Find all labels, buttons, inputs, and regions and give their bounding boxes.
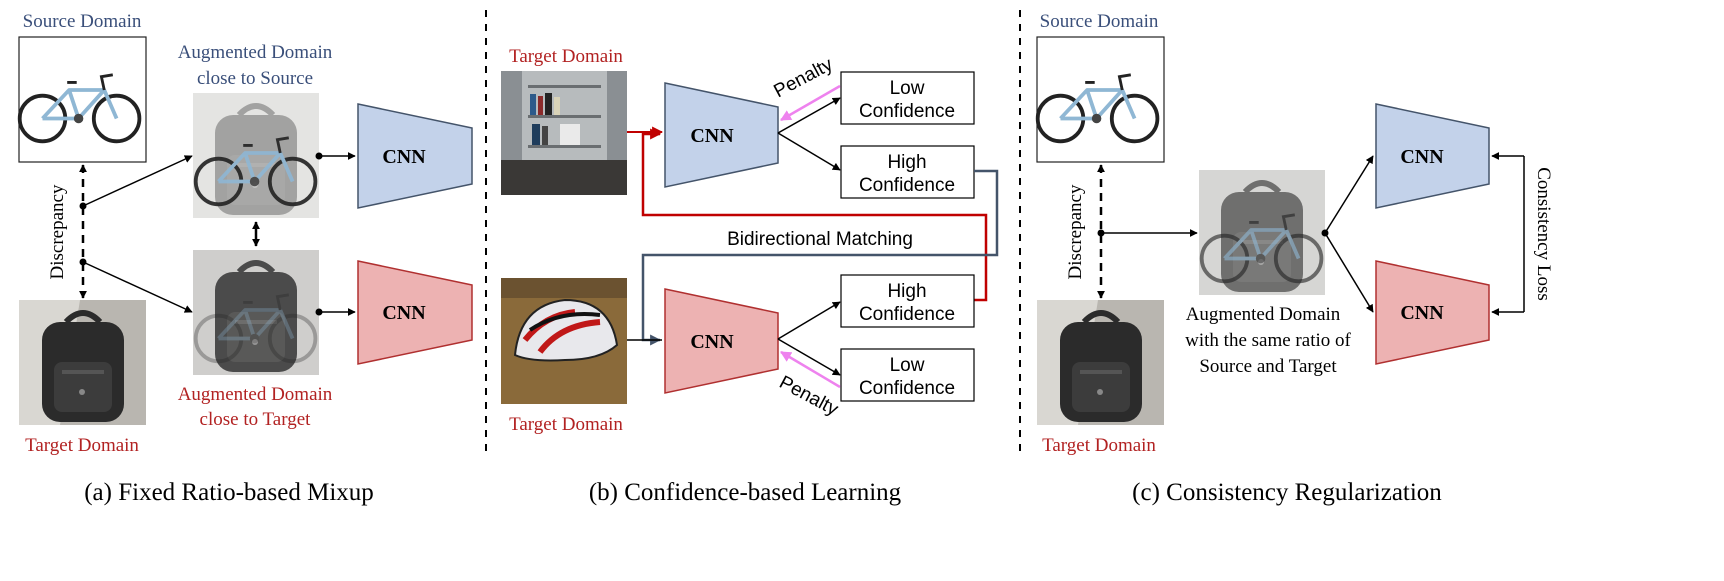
panel-b: Target Domain CNN Low Confidence [501, 46, 999, 506]
panel-a-discrepancy-label: Discrepancy [47, 184, 68, 279]
panel-b-target-bottom-label: Target Domain [509, 414, 623, 435]
penalty-bottom-label: Penalty [776, 372, 842, 421]
penalty-arrow-top [780, 84, 841, 122]
low-confidence-bot-l2: Confidence [859, 378, 955, 399]
cnn-b-top [664, 82, 779, 188]
cnn-a-top [357, 103, 473, 209]
cnn-a-top-label: CNN [382, 146, 426, 168]
penalty-arrow-bottom [780, 350, 841, 389]
backpack-image [42, 313, 124, 422]
arrow-to-aug-source [82, 155, 193, 207]
panel-c-aug-line1: Augmented Domain [1186, 304, 1341, 325]
cnn-b-top-label: CNN [690, 125, 734, 147]
low-confidence-top-l1: Low [890, 78, 925, 99]
panel-b-caption: (b) Confidence-based Learning [589, 479, 902, 506]
aug-source-image [193, 93, 319, 218]
panel-a-target-label: Target Domain [25, 435, 139, 456]
matching-line-red [641, 128, 988, 302]
backpack-image [1060, 313, 1142, 422]
panel-a-source-label: Source Domain [23, 11, 142, 32]
low-confidence-top-box: Low Confidence [840, 71, 975, 125]
panel-c-target-label: Target Domain [1042, 435, 1156, 456]
high-confidence-top-box: High Confidence [840, 145, 975, 199]
cnn-b-bottom-label: CNN [690, 331, 734, 353]
panel-b-target-top-label: Target Domain [509, 46, 623, 67]
aug-target-label-line1: Augmented Domain [178, 384, 333, 405]
bookshelf-image [501, 71, 627, 195]
high-confidence-top-l1: High [887, 152, 926, 173]
cnn-c-bottom [1375, 260, 1490, 365]
panel-c-augmented-image [1199, 170, 1325, 295]
panel-c-aug-line2: with the same ratio of [1185, 330, 1351, 351]
high-confidence-bot-l2: Confidence [859, 304, 955, 325]
panel-a-source-image [17, 36, 147, 163]
high-confidence-bot-l1: High [887, 281, 926, 302]
high-confidence-bottom-box: High Confidence [840, 274, 975, 328]
panel-c-caption: (c) Consistency Regularization [1132, 479, 1442, 506]
panel-c-discrepancy-label: Discrepancy [1065, 184, 1086, 279]
cnn-b-bottom [664, 288, 779, 394]
cnn-c-bottom-label: CNN [1400, 302, 1444, 324]
consistency-loss-label: Consistency Loss [1533, 167, 1554, 301]
aug-target-label-line2: close to Target [200, 409, 312, 430]
cnn-a-bottom [357, 260, 473, 365]
cnn-c-top-label: CNN [1400, 146, 1444, 168]
panel-c-target-image [1037, 300, 1164, 425]
aug-source-label-line2: close to Source [197, 68, 313, 89]
panel-a-caption: (a) Fixed Ratio-based Mixup [84, 479, 374, 506]
panel-c-aug-line3: Source and Target [1199, 356, 1337, 377]
helmet-image [501, 278, 627, 404]
arrow-to-aug-target [82, 261, 193, 313]
aug-target-image [193, 250, 319, 375]
cnn-a-bottom-label: CNN [382, 302, 426, 324]
aug-source-label-line1: Augmented Domain [178, 42, 333, 63]
panel-a: Source Domain Target Domain Discrepancy … [17, 11, 473, 506]
panel-c-source-label: Source Domain [1040, 11, 1159, 32]
low-confidence-bottom-box: Low Confidence [840, 348, 975, 402]
cnn-c-top [1375, 103, 1490, 209]
panel-c: Source Domain Discrepancy Target Domain … [1035, 11, 1554, 506]
panel-a-target-image [19, 300, 146, 425]
panel-c-source-image [1035, 36, 1165, 163]
low-confidence-bot-l1: Low [890, 355, 925, 376]
low-confidence-top-l2: Confidence [859, 101, 955, 122]
bidirectional-matching-label: Bidirectional Matching [727, 229, 913, 250]
high-confidence-top-l2: Confidence [859, 175, 955, 196]
